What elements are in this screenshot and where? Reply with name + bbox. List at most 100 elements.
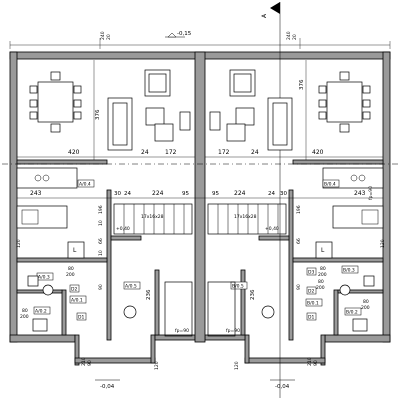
svg-text:D3: D3 [308,270,314,276]
room-tag-b04: B/0.4 [322,179,340,188]
bathroom-fixtures [27,275,375,332]
svg-text:A/0.4: A/0.4 [79,182,91,188]
svg-text:240: 240 [100,31,106,40]
svg-text:200: 200 [318,272,327,278]
svg-text:A/0.2: A/0.2 [35,309,47,315]
party-wall [194,51,206,343]
svg-text:90: 90 [296,284,302,290]
svg-text:24: 24 [124,191,131,197]
svg-text:224: 224 [234,190,246,197]
door-tag-d1-left: D1 [76,312,87,321]
door-tag-d2-right: D2 [306,286,317,295]
corridor-box-left [164,281,193,337]
svg-text:B/0.4: B/0.4 [324,182,336,188]
svg-text:A/0.3: A/0.3 [38,275,50,281]
svg-text:fp=90: fp=90 [226,328,240,334]
room-tag-a03: A/0.3 [36,272,54,281]
level-bottom-right: -0,04 [270,379,295,390]
svg-text:20: 20 [106,34,112,40]
svg-text:210: 210 [307,357,313,366]
svg-text:210: 210 [81,357,87,366]
svg-text:120: 120 [154,361,160,370]
svg-text:224: 224 [152,190,164,197]
room-tag-a01: A/0.1 [69,295,87,304]
level-bottom-left: -0,04 [95,379,120,390]
svg-text:24: 24 [268,191,275,197]
top-dimension-lines: 240 20 240 20 [9,31,391,49]
svg-text:fp=90: fp=90 [175,328,189,334]
svg-text:240: 240 [286,31,292,40]
living-dims: 376 376 420 420 24 172 172 24 [17,60,383,160]
svg-text:80: 80 [363,299,369,305]
svg-text:B/0.1: B/0.1 [307,301,319,307]
svg-text:+0,40: +0,40 [265,226,279,232]
living-width-right: 420 [312,149,324,156]
room-tag-b03: B/0.3 [341,265,359,274]
svg-text:95: 95 [212,191,219,197]
stair-left: 17x16x28 +0,40 [113,203,193,235]
svg-text:B/0.5: B/0.5 [232,284,244,290]
svg-text:90: 90 [98,284,104,290]
svg-text:-0,04: -0,04 [100,384,115,390]
svg-text:80: 80 [68,266,74,272]
svg-text:10: 10 [98,220,104,226]
svg-text:fp=90: fp=90 [368,186,374,200]
room-tag-a04: A/0.4 [77,179,95,188]
room-tag-b02: B/0.2 [344,307,362,316]
stair-vertical-dims: 10 66 236 236 90 90 10 196 196 66 [98,205,302,300]
svg-text:30: 30 [280,191,287,197]
svg-text:196: 196 [296,205,302,214]
svg-text:243: 243 [30,190,42,197]
svg-text:95: 95 [182,191,189,197]
svg-text:A/0.5: A/0.5 [125,284,137,290]
svg-text:80: 80 [22,308,28,314]
svg-text:B/0.2: B/0.2 [346,310,358,316]
stair-right: 17x16x28 +0,40 [207,203,287,235]
svg-text:B/0.3: B/0.3 [343,268,355,274]
svg-text:120: 120 [380,239,386,248]
sofa-set-right [209,69,293,151]
svg-text:200: 200 [316,285,325,291]
svg-text:A/0.1: A/0.1 [71,298,83,304]
svg-text:30: 30 [114,191,121,197]
room-tag-b01: B/0.1 [305,298,323,307]
svg-text:236: 236 [146,289,152,300]
dining-table-right [318,71,371,133]
svg-text:80: 80 [318,279,324,285]
svg-text:20: 20 [292,34,298,40]
kitchen-counter-left [16,167,78,229]
svg-text:-0,04: -0,04 [275,384,290,390]
svg-text:D1: D1 [78,315,84,321]
svg-text:200: 200 [66,272,75,278]
svg-text:120: 120 [234,361,240,370]
fp-labels: fp=90 fp=90 fp=90 [175,186,374,334]
svg-text:24: 24 [141,149,149,156]
svg-text:17x16x28: 17x16x28 [234,214,257,220]
svg-text:90: 90 [87,360,93,366]
svg-text:17x16x28: 17x16x28 [141,214,164,220]
svg-text:66: 66 [296,238,302,244]
laundry-right: L [315,241,333,259]
svg-text:24: 24 [251,149,259,156]
sofa-set-left [107,69,191,151]
section-arrow-icon [270,2,280,14]
svg-text:236: 236 [250,289,256,300]
side-dims: 120 120 [16,239,386,248]
svg-text:+0,40: +0,40 [116,226,130,232]
svg-text:L: L [321,247,325,254]
svg-text:80: 80 [320,266,326,272]
door-tag-d1-right: D1 [306,312,317,321]
kitchen-dims: 243 243 30 24 224 224 95 95 24 30 [17,190,383,199]
svg-text:172: 172 [165,149,177,156]
svg-text:243: 243 [354,190,366,197]
svg-text:120: 120 [16,239,22,248]
svg-text:90: 90 [313,360,319,366]
living-width-left: 420 [68,149,80,156]
section-marker: A [261,13,268,18]
room-tag-a05: A/0.5 [123,281,141,290]
bottom-door-dims: 210 90 120 120 210 90 [81,357,319,370]
corridor-box-right [207,281,236,337]
svg-text:376: 376 [299,79,305,90]
laundry-left: L [67,241,85,259]
svg-text:196: 196 [98,205,104,214]
